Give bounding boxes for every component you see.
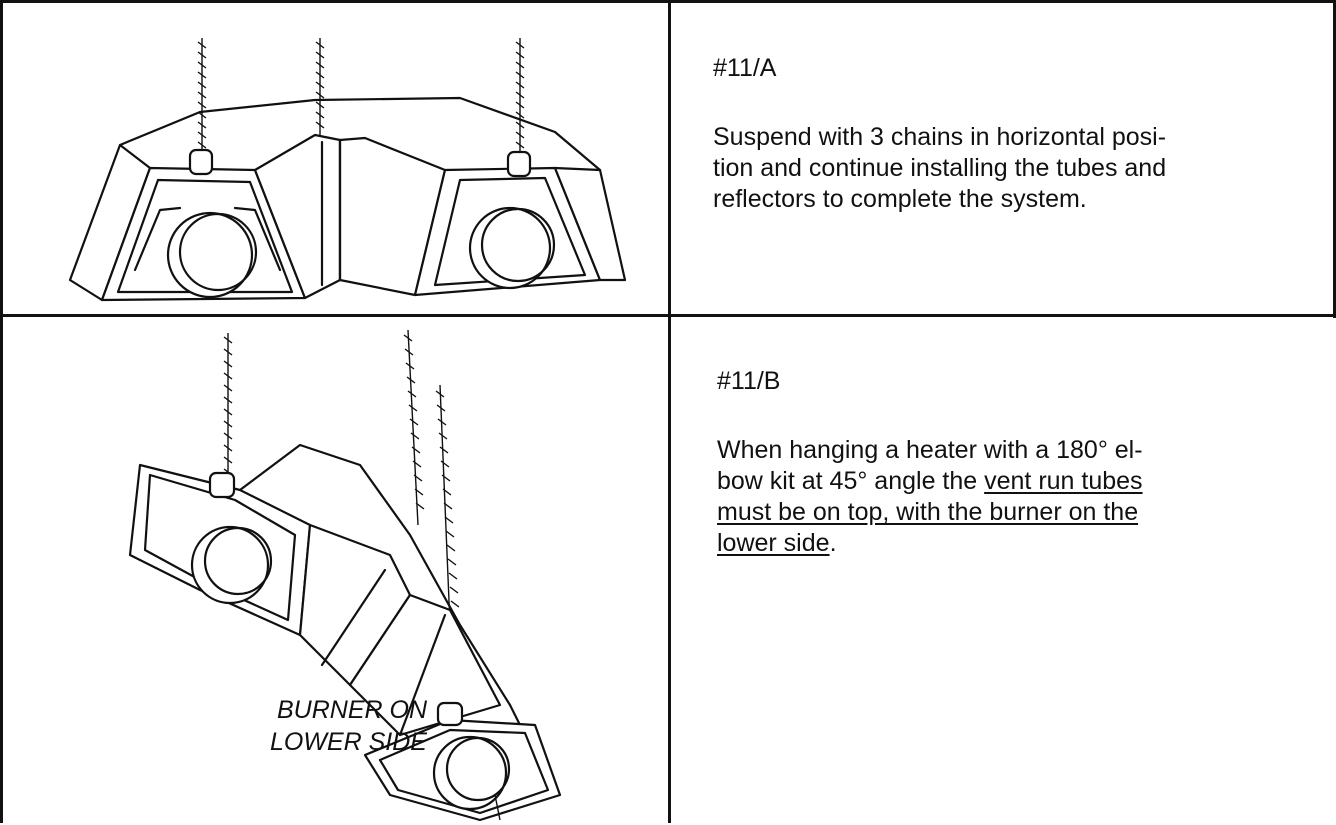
burner-caption: BURNER ON LOWER SIDE [197,694,427,758]
step-b-underline-3: lower side [717,529,830,557]
step-b-line-2-plain: bow kit at 45° angle the [717,467,978,495]
step-a-line-3: reflectors to complete the system. [713,185,1087,213]
step-b-line-1: When hanging a heater with a 180° el- [717,436,1143,464]
step-a-number: #11/A [713,54,777,82]
table-border-middle [668,0,671,823]
step-a-text: #11/A Suspend with 3 chains in horizonta… [713,53,1313,215]
step-a-line-2: tion and continue installing the tubes a… [713,154,1167,182]
table-border-left [0,0,3,823]
chain-left [197,38,207,165]
step-b-line-4: lower side. [717,528,1317,559]
chain-right [515,38,525,170]
horizontal-heater-illustration [68,38,627,302]
burner-caption-line-1: BURNER ON [276,696,427,724]
burner-caption-line-2: LOWER SIDE [270,728,427,756]
step-b-text: #11/B When hanging a heater with a 180° … [717,366,1317,559]
step-b-period: . [829,529,837,557]
step-a-line-1: Suspend with 3 chains in horizontal posi… [713,123,1167,151]
step-b-underline-2: must be on top, with the burner on the [717,498,1139,526]
step-b-number: #11/B [717,367,781,395]
step-b-line-2: bow kit at 45° angle the vent run tubes [717,466,1317,497]
chain-lower [435,384,460,626]
chain-middle [403,329,425,526]
angled-heater-illustration [128,329,562,822]
table-border-right [1333,0,1336,318]
chain-upper [223,333,233,485]
chain-center [315,38,325,140]
table-row-divider [0,314,1336,317]
table-border-top [0,0,1336,3]
step-b-underline-1: vent run tubes [984,467,1143,495]
